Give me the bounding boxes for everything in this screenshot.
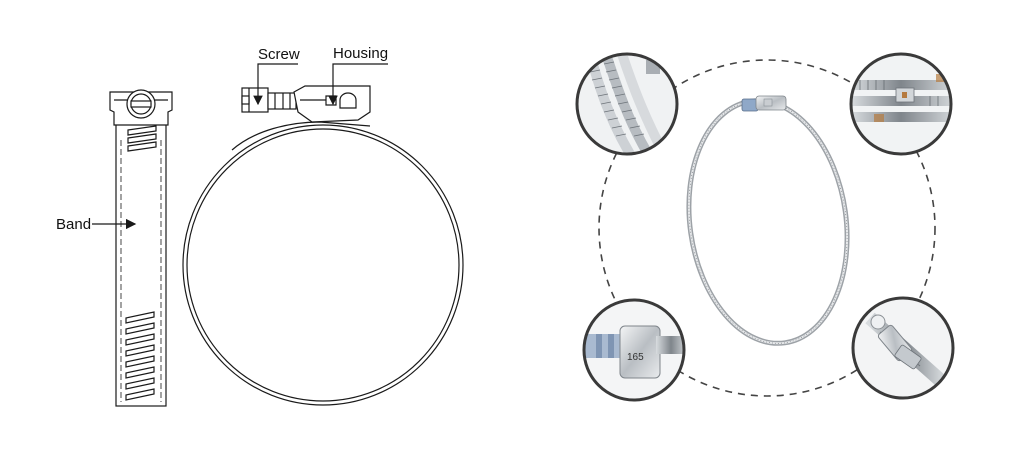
photo-composition: 165 <box>575 52 955 402</box>
dashed-ring <box>598 59 936 397</box>
arrow-icon <box>253 63 298 106</box>
housing-label: Housing <box>333 45 388 62</box>
band-top-slots <box>127 125 157 152</box>
detail-marking-text: 165 <box>627 352 644 363</box>
housing-body <box>293 85 371 123</box>
band-bottom-slots <box>125 311 155 401</box>
clamp-ring-outer <box>182 124 464 406</box>
clamp-ring-inner <box>186 128 460 402</box>
band-label: Band <box>56 216 91 233</box>
main-clamp-photo <box>686 95 850 346</box>
detail-band-teeth <box>575 52 679 156</box>
band-side-view <box>109 89 173 407</box>
band-strip <box>115 107 167 407</box>
screw-body <box>241 87 297 113</box>
screw-label: Screw <box>258 46 300 63</box>
arrow-icon <box>328 63 388 106</box>
detail-screw-housing <box>851 296 955 400</box>
detail-band-stack <box>849 52 953 156</box>
clamp-front-view <box>182 85 464 406</box>
detail-housing-marking: 165 <box>582 298 686 402</box>
